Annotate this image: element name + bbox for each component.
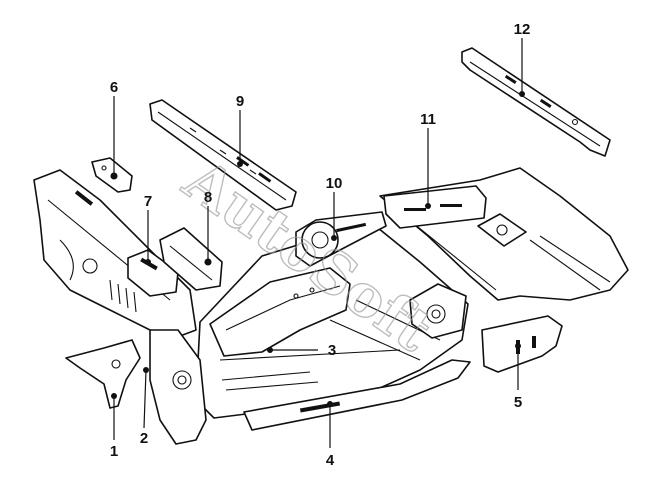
part-9-front-rail bbox=[149, 99, 297, 211]
part-1-side-bracket bbox=[65, 339, 141, 409]
callout-3: 3 bbox=[328, 342, 336, 359]
callout-8: 8 bbox=[204, 189, 212, 206]
part-10-tunnel-mount bbox=[295, 211, 387, 267]
callout-2: 2 bbox=[140, 430, 148, 447]
part-11-rear-cross-member bbox=[383, 185, 487, 229]
rear-suspension-mount bbox=[409, 283, 467, 339]
callout-10: 10 bbox=[326, 175, 343, 192]
callout-11: 11 bbox=[420, 111, 436, 128]
callout-9: 9 bbox=[236, 93, 244, 110]
callout-12: 12 bbox=[514, 21, 531, 38]
part-2-lower-pillar bbox=[149, 329, 207, 445]
callout-7: 7 bbox=[144, 193, 152, 210]
callout-leaders bbox=[111, 38, 525, 448]
callout-4: 4 bbox=[326, 452, 335, 469]
part-5-rear-bracket bbox=[481, 315, 563, 373]
callout-1: 1 bbox=[110, 443, 118, 460]
callout-5: 5 bbox=[514, 394, 522, 411]
callout-6: 6 bbox=[110, 79, 118, 96]
part-12-rear-cross-member bbox=[461, 47, 611, 157]
part-3-center-tunnel bbox=[209, 267, 351, 357]
